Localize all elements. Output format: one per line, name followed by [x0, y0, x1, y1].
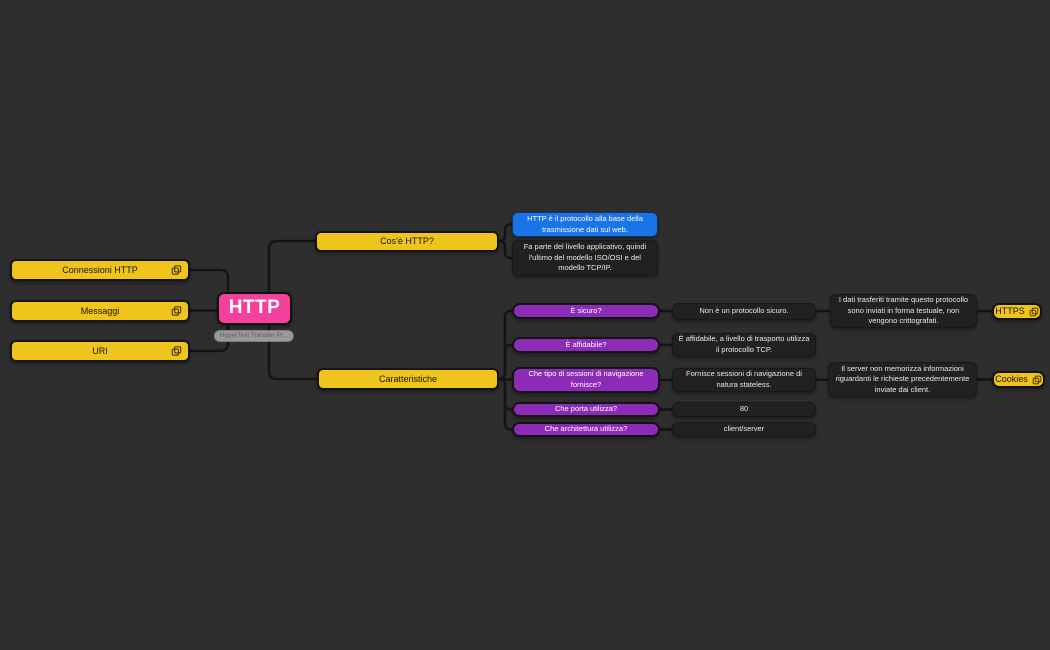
node-a-affidabile[interactable]: È affidabile, a livello di trasporto uti…: [672, 333, 816, 357]
node-label: Messaggi: [80, 305, 120, 316]
node-text: Il server non memorizza informazioni rig…: [835, 363, 970, 394]
connector-q-architettura: [498, 377, 513, 431]
node-d-sessioni[interactable]: Il server non memorizza informazioni rig…: [828, 362, 977, 397]
node-messaggi[interactable]: Messaggi: [10, 300, 190, 322]
node-text: HTTP è il protocollo alla base della tra…: [527, 213, 643, 234]
node-a-sessioni[interactable]: Fornisce sessioni di navigazione di natu…: [672, 368, 816, 392]
node-text: Non è un protocollo sicuro.: [699, 306, 789, 316]
root-label: HTTP: [228, 297, 281, 319]
connector-uri: [190, 316, 230, 353]
node-text: Fa parte del livello applicativo, quindi…: [523, 242, 647, 273]
connector-caratteristiche: [267, 316, 318, 381]
node-caratteristiche[interactable]: Caratteristiche: [317, 368, 499, 390]
linked-copy-icon[interactable]: [1032, 375, 1042, 385]
node-root-http[interactable]: HTTP: [217, 292, 292, 325]
linked-copy-icon[interactable]: [171, 306, 182, 317]
node-q-architettura[interactable]: Che architettura utilizza?: [512, 422, 660, 437]
node-a-architettura[interactable]: client/server: [672, 422, 816, 437]
root-subtitle-tag: HyperText Transfer Pr...: [213, 330, 295, 342]
node-text: Fornisce sessioni di navigazione di natu…: [686, 369, 802, 389]
connector-definizione: [498, 223, 513, 243]
node-link-cookies[interactable]: Cookies: [992, 371, 1045, 388]
linked-copy-icon[interactable]: [171, 346, 182, 357]
node-text: 80: [739, 404, 749, 414]
node-label: È sicuro?: [570, 305, 602, 315]
connector-q-affidabile: [498, 343, 513, 381]
node-label: Cos'è HTTP?: [380, 236, 434, 247]
connector-dettaglio: [498, 239, 513, 260]
node-a-porta[interactable]: 80: [672, 402, 816, 417]
node-definizione-http[interactable]: HTTP è il protocollo alla base della tra…: [512, 212, 658, 237]
node-livello-applicativo[interactable]: Fa parte del livello applicativo, quindi…: [512, 240, 658, 276]
node-q-affidabile[interactable]: È affidabile?: [512, 337, 660, 353]
node-q-sessioni[interactable]: Che tipo di sessioni di navigazione forn…: [512, 367, 660, 393]
node-q-sicuro[interactable]: È sicuro?: [512, 303, 660, 319]
linked-copy-icon[interactable]: [1029, 307, 1039, 317]
node-label: Che architettura utilizza?: [544, 424, 628, 434]
node-label: Connessioni HTTP: [62, 264, 138, 275]
node-label: Che porta utilizza?: [554, 404, 618, 414]
node-label: Cookies: [995, 374, 1028, 385]
node-label: HTTPS: [995, 306, 1025, 317]
node-text: È affidabile, a livello di trasporto uti…: [678, 334, 810, 354]
node-label: Che tipo di sessioni di navigazione forn…: [528, 369, 644, 389]
connector-connessioni: [190, 268, 230, 300]
node-uri[interactable]: URI: [10, 340, 190, 362]
node-label: È affidabile?: [565, 339, 607, 349]
root-subtitle-text: HyperText Transfer Pr...: [219, 332, 289, 339]
node-text: I dati trasferiti tramite questo protoco…: [838, 295, 969, 326]
node-link-https[interactable]: HTTPS: [992, 303, 1042, 320]
node-d-sicuro[interactable]: I dati trasferiti tramite questo protoco…: [830, 294, 977, 328]
node-cose-http[interactable]: Cos'è HTTP?: [315, 231, 499, 252]
linked-copy-icon[interactable]: [171, 265, 182, 276]
node-text: client/server: [723, 424, 765, 434]
connector-cose: [267, 239, 316, 300]
node-label: Caratteristiche: [378, 373, 438, 384]
node-label: URI: [92, 345, 108, 356]
node-a-sicuro[interactable]: Non è un protocollo sicuro.: [672, 303, 816, 320]
node-q-porta[interactable]: Che porta utilizza?: [512, 402, 660, 417]
node-connessioni-http[interactable]: Connessioni HTTP: [10, 259, 190, 281]
